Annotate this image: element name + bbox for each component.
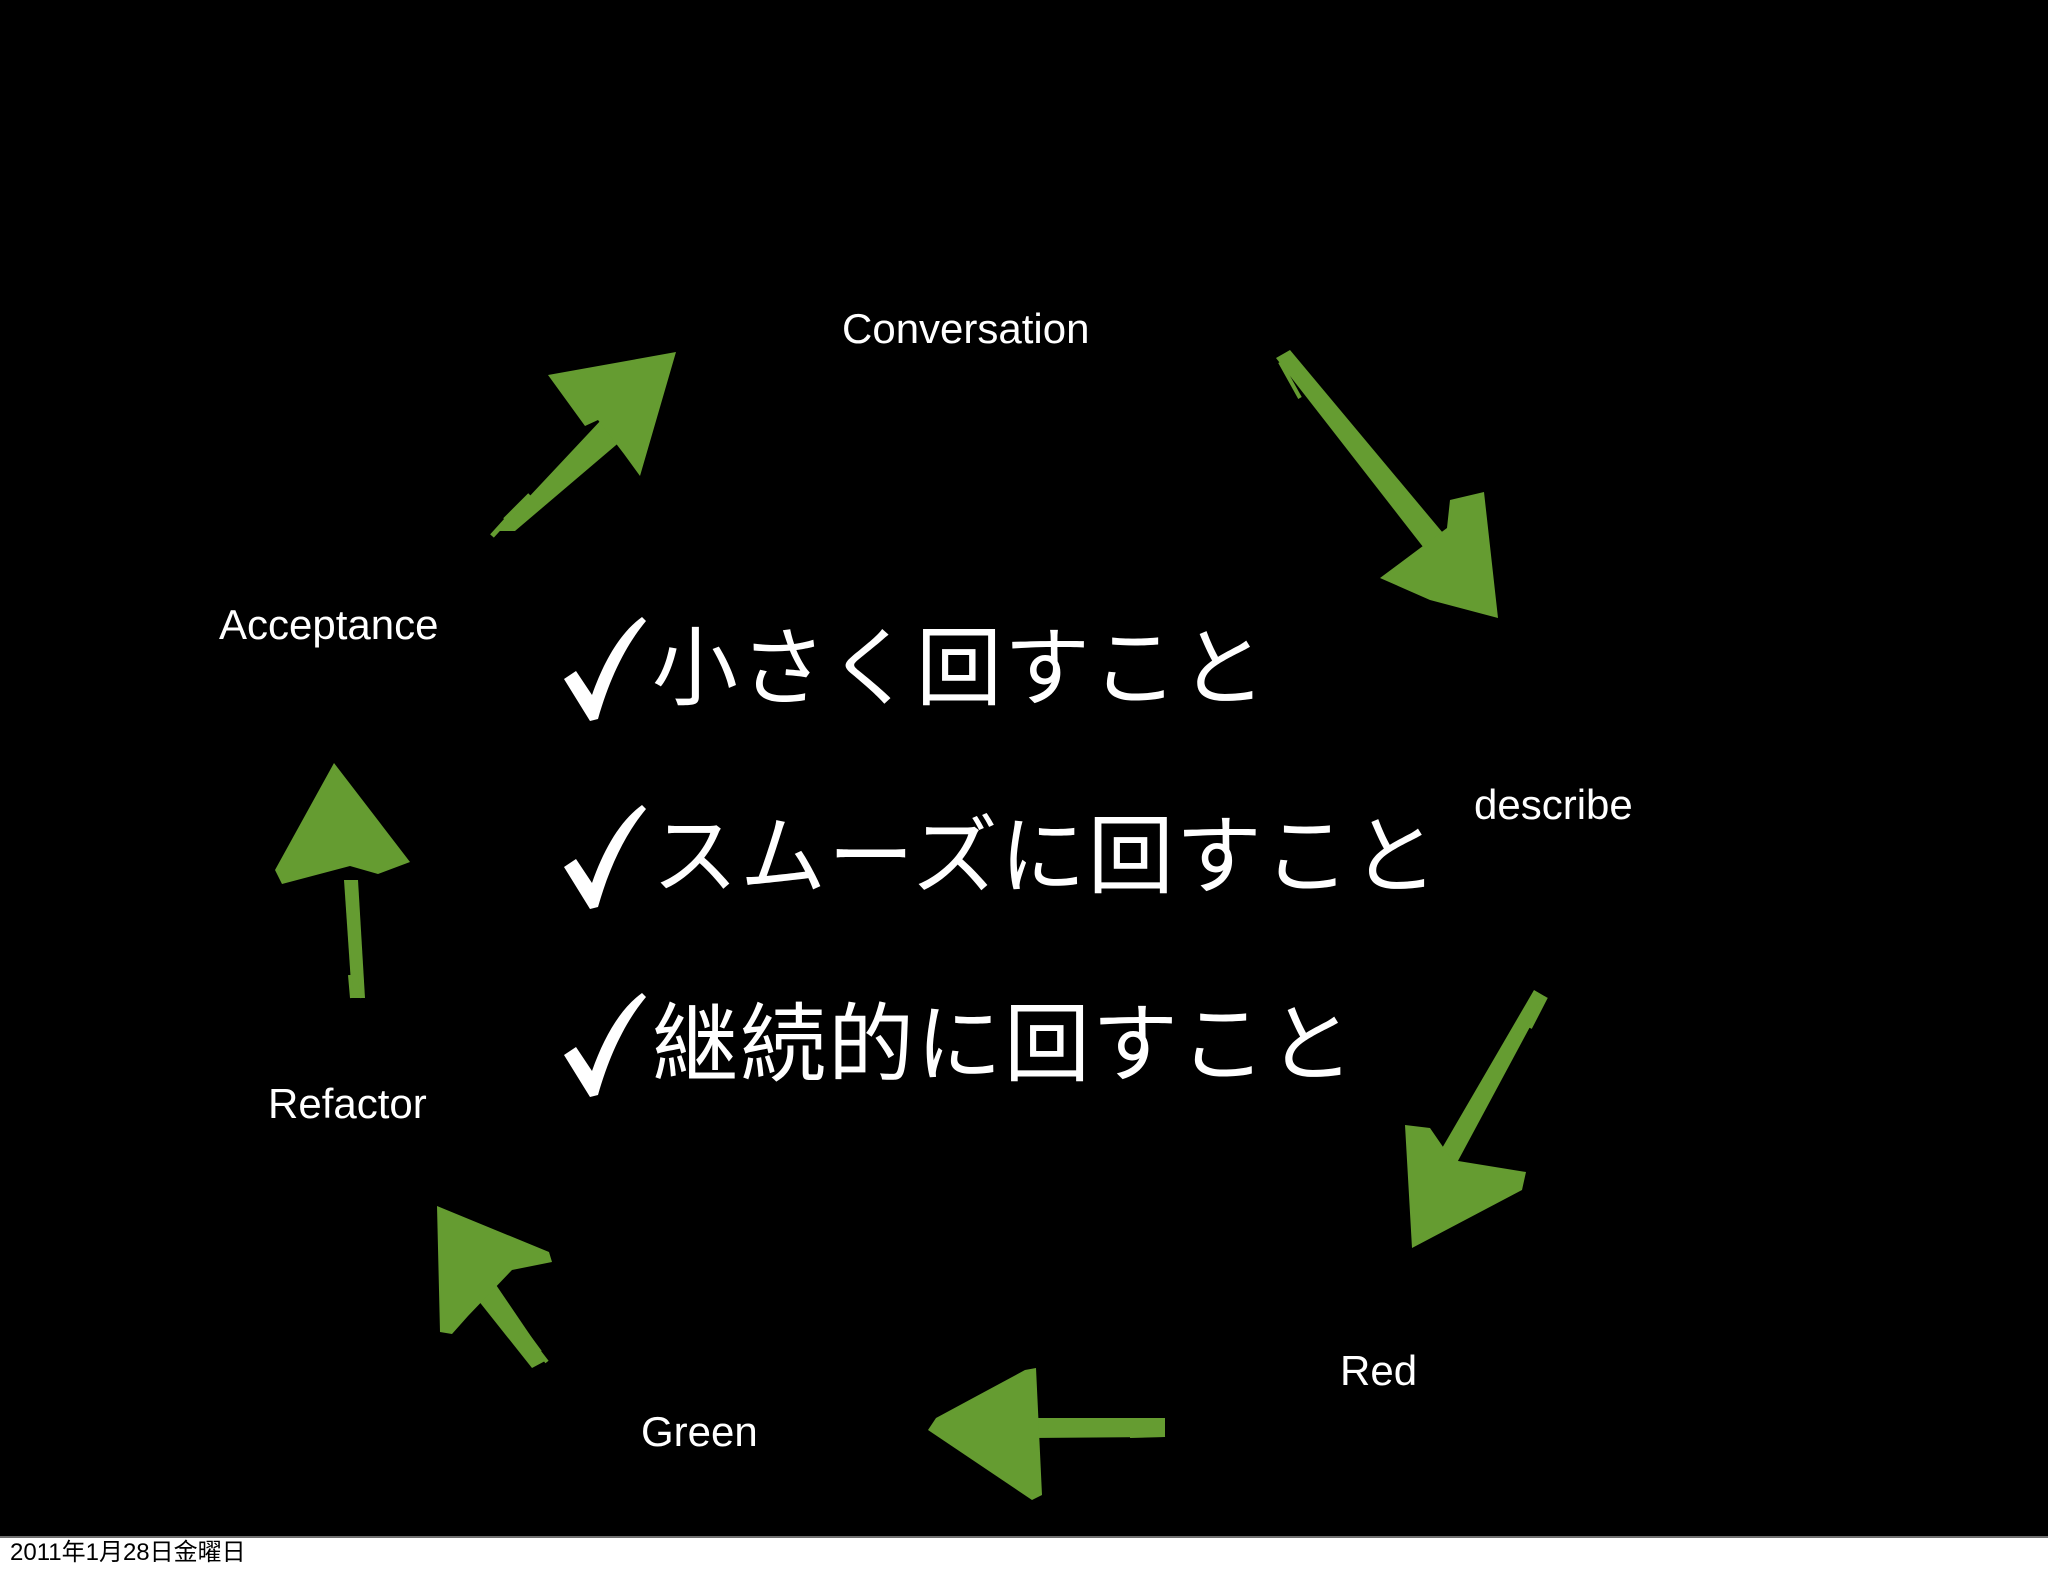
- presentation-slide: Conversation describe Red Green Refactor…: [0, 0, 2048, 1538]
- arrow-describe-to-red-icon: [1405, 990, 1548, 1248]
- stage-label-acceptance: Acceptance: [219, 601, 439, 648]
- bullet-item: 小さく回すこと: [560, 614, 1268, 724]
- arrow-refactor-to-acceptance-icon: [275, 763, 410, 999]
- cycle-arrows: [275, 350, 1548, 1500]
- bullet-item: スムーズに回すこと: [560, 802, 1440, 912]
- check-icon: [564, 617, 646, 721]
- stage-label-red: Red: [1340, 1347, 1418, 1394]
- arrow-conversation-to-describe-icon: [1276, 350, 1498, 618]
- arrow-red-to-green-icon: [928, 1368, 1166, 1500]
- check-icon: [564, 993, 646, 1097]
- bullet-text: 小さく回すこと: [652, 619, 1268, 719]
- bullet-text: スムーズに回すこと: [652, 807, 1440, 907]
- arrow-green-to-refactor-icon: [437, 1206, 552, 1368]
- bullet-item: 継続的に回すこと: [560, 990, 1356, 1100]
- arrow-acceptance-to-conversation-icon: [490, 352, 676, 538]
- check-icon: [564, 805, 646, 909]
- bullet-text: 継続的に回すこと: [652, 995, 1356, 1095]
- stage-label-green: Green: [641, 1408, 758, 1455]
- stage-label-conversation: Conversation: [842, 305, 1090, 352]
- stage-label-refactor: Refactor: [268, 1080, 427, 1127]
- footer-date: 2011年1月28日金曜日: [10, 1539, 246, 1566]
- stage-label-describe: describe: [1474, 781, 1633, 828]
